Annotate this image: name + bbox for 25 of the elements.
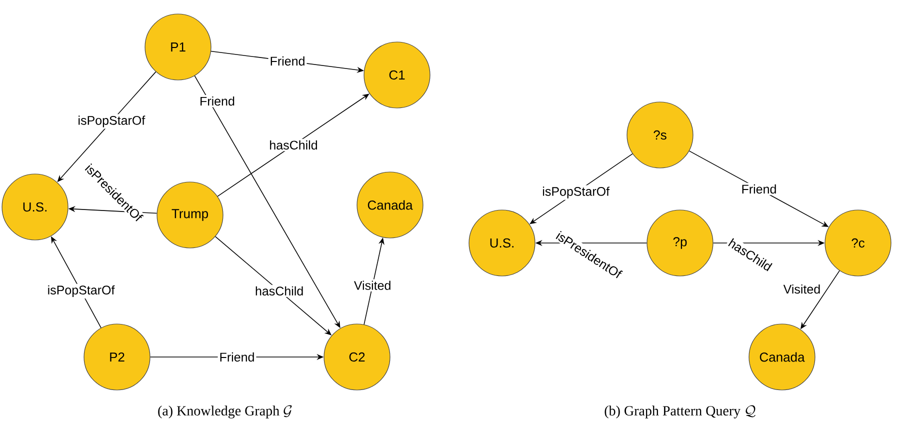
caption: (b) Graph Pattern Query $\mathcal{Q}$	[604, 405, 756, 418]
edge-label: Visited	[782, 282, 822, 296]
caption: (a) Knowledge Graph $\mathcal{G}$	[158, 405, 292, 418]
graph-node: Canada	[748, 324, 816, 390]
edge-label: isPopStarOf	[540, 185, 612, 200]
graph-node: U.S.	[2, 174, 68, 240]
graph-node: ?c	[824, 210, 892, 276]
graph-node: Canada	[356, 172, 424, 238]
graph-node: P2	[84, 324, 150, 390]
graph-node: U.S.	[468, 210, 536, 276]
graph-node: ?s	[626, 102, 694, 168]
graph-node: Trump	[156, 182, 224, 248]
graph-node: C2	[324, 324, 390, 390]
graph-node: P1	[144, 14, 212, 80]
edge-label: isPopStarOf	[46, 284, 116, 298]
edge-label: Friend	[740, 182, 778, 196]
graph-node: C1	[364, 42, 430, 108]
graph-node: ?p	[646, 210, 714, 276]
edge-label: Friend	[218, 350, 256, 364]
edge-label: Friend	[268, 54, 307, 68]
edge-label: hasChild	[254, 284, 306, 298]
edge-label: Visited	[352, 279, 393, 292]
edge-label: Friend	[198, 94, 236, 108]
edge-label: isPopStarOf	[76, 114, 147, 129]
edge-label: hasChild	[268, 138, 320, 152]
